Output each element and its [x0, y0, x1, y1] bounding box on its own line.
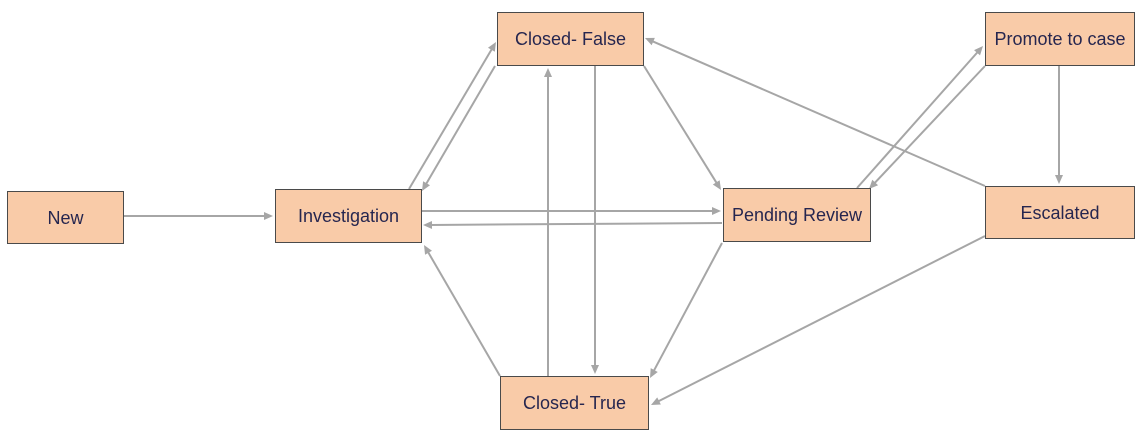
arrow-pending-review-to-promote-to-case: [856, 46, 983, 189]
state-investigation-box: Investigation: [275, 189, 422, 243]
arrow-head: [591, 365, 599, 374]
arrow-line: [408, 47, 494, 190]
arrow-head: [650, 368, 658, 378]
arrow-pending-review-to-investigation: [423, 220, 723, 229]
arrow-head: [645, 37, 655, 46]
arrow-line: [856, 50, 980, 189]
arrow-closed-false-to-closed-true: [591, 66, 599, 374]
arrow-closed-true-to-investigation: [424, 245, 501, 377]
arrow-escalated-to-closed-true: [651, 235, 986, 405]
arrow-line: [429, 222, 723, 226]
arrow-escalated-to-closed-false: [645, 37, 986, 187]
state-pending-review-box: Pending Review: [723, 188, 871, 242]
arrow-line: [652, 242, 723, 373]
arrow-investigation-to-pending-review: [422, 207, 721, 215]
arrow-pending-review-to-closed-true: [650, 242, 723, 378]
arrow-head: [264, 212, 273, 220]
arrow-head: [423, 220, 433, 229]
arrow-head: [651, 397, 661, 405]
arrow-head: [712, 180, 721, 190]
arrow-line: [424, 65, 496, 186]
state-promote-to-case-box: Promote to case: [985, 12, 1135, 66]
state-new-box: New: [7, 191, 124, 244]
arrow-promote-to-case-to-escalated: [1055, 66, 1063, 184]
arrow-promote-to-case-to-pending-review: [869, 65, 986, 189]
arrow-head: [544, 68, 552, 77]
state-escalated-box: Escalated: [985, 186, 1135, 239]
state-closed-true-box: Closed- True: [500, 376, 649, 430]
arrow-line: [426, 250, 501, 377]
arrow-head: [424, 245, 432, 255]
arrow-head: [869, 179, 879, 189]
arrow-line: [873, 65, 986, 185]
arrow-head: [974, 46, 983, 56]
arrow-head: [712, 207, 721, 215]
arrow-investigation-to-closed-false: [408, 42, 496, 190]
arrow-closed-false-to-pending-review: [643, 65, 721, 190]
arrow-closed-false-to-investigation: [422, 65, 496, 191]
arrow-head: [487, 42, 496, 52]
arrow-head: [1055, 175, 1063, 184]
arrow-head: [422, 181, 430, 191]
state-closed-false-box: Closed- False: [497, 12, 644, 66]
arrow-closed-true-to-closed-false: [544, 68, 552, 376]
arrow-line: [656, 235, 986, 403]
arrow-line: [651, 39, 986, 187]
arrow-line: [643, 65, 719, 185]
arrow-new-to-investigation: [124, 212, 273, 220]
